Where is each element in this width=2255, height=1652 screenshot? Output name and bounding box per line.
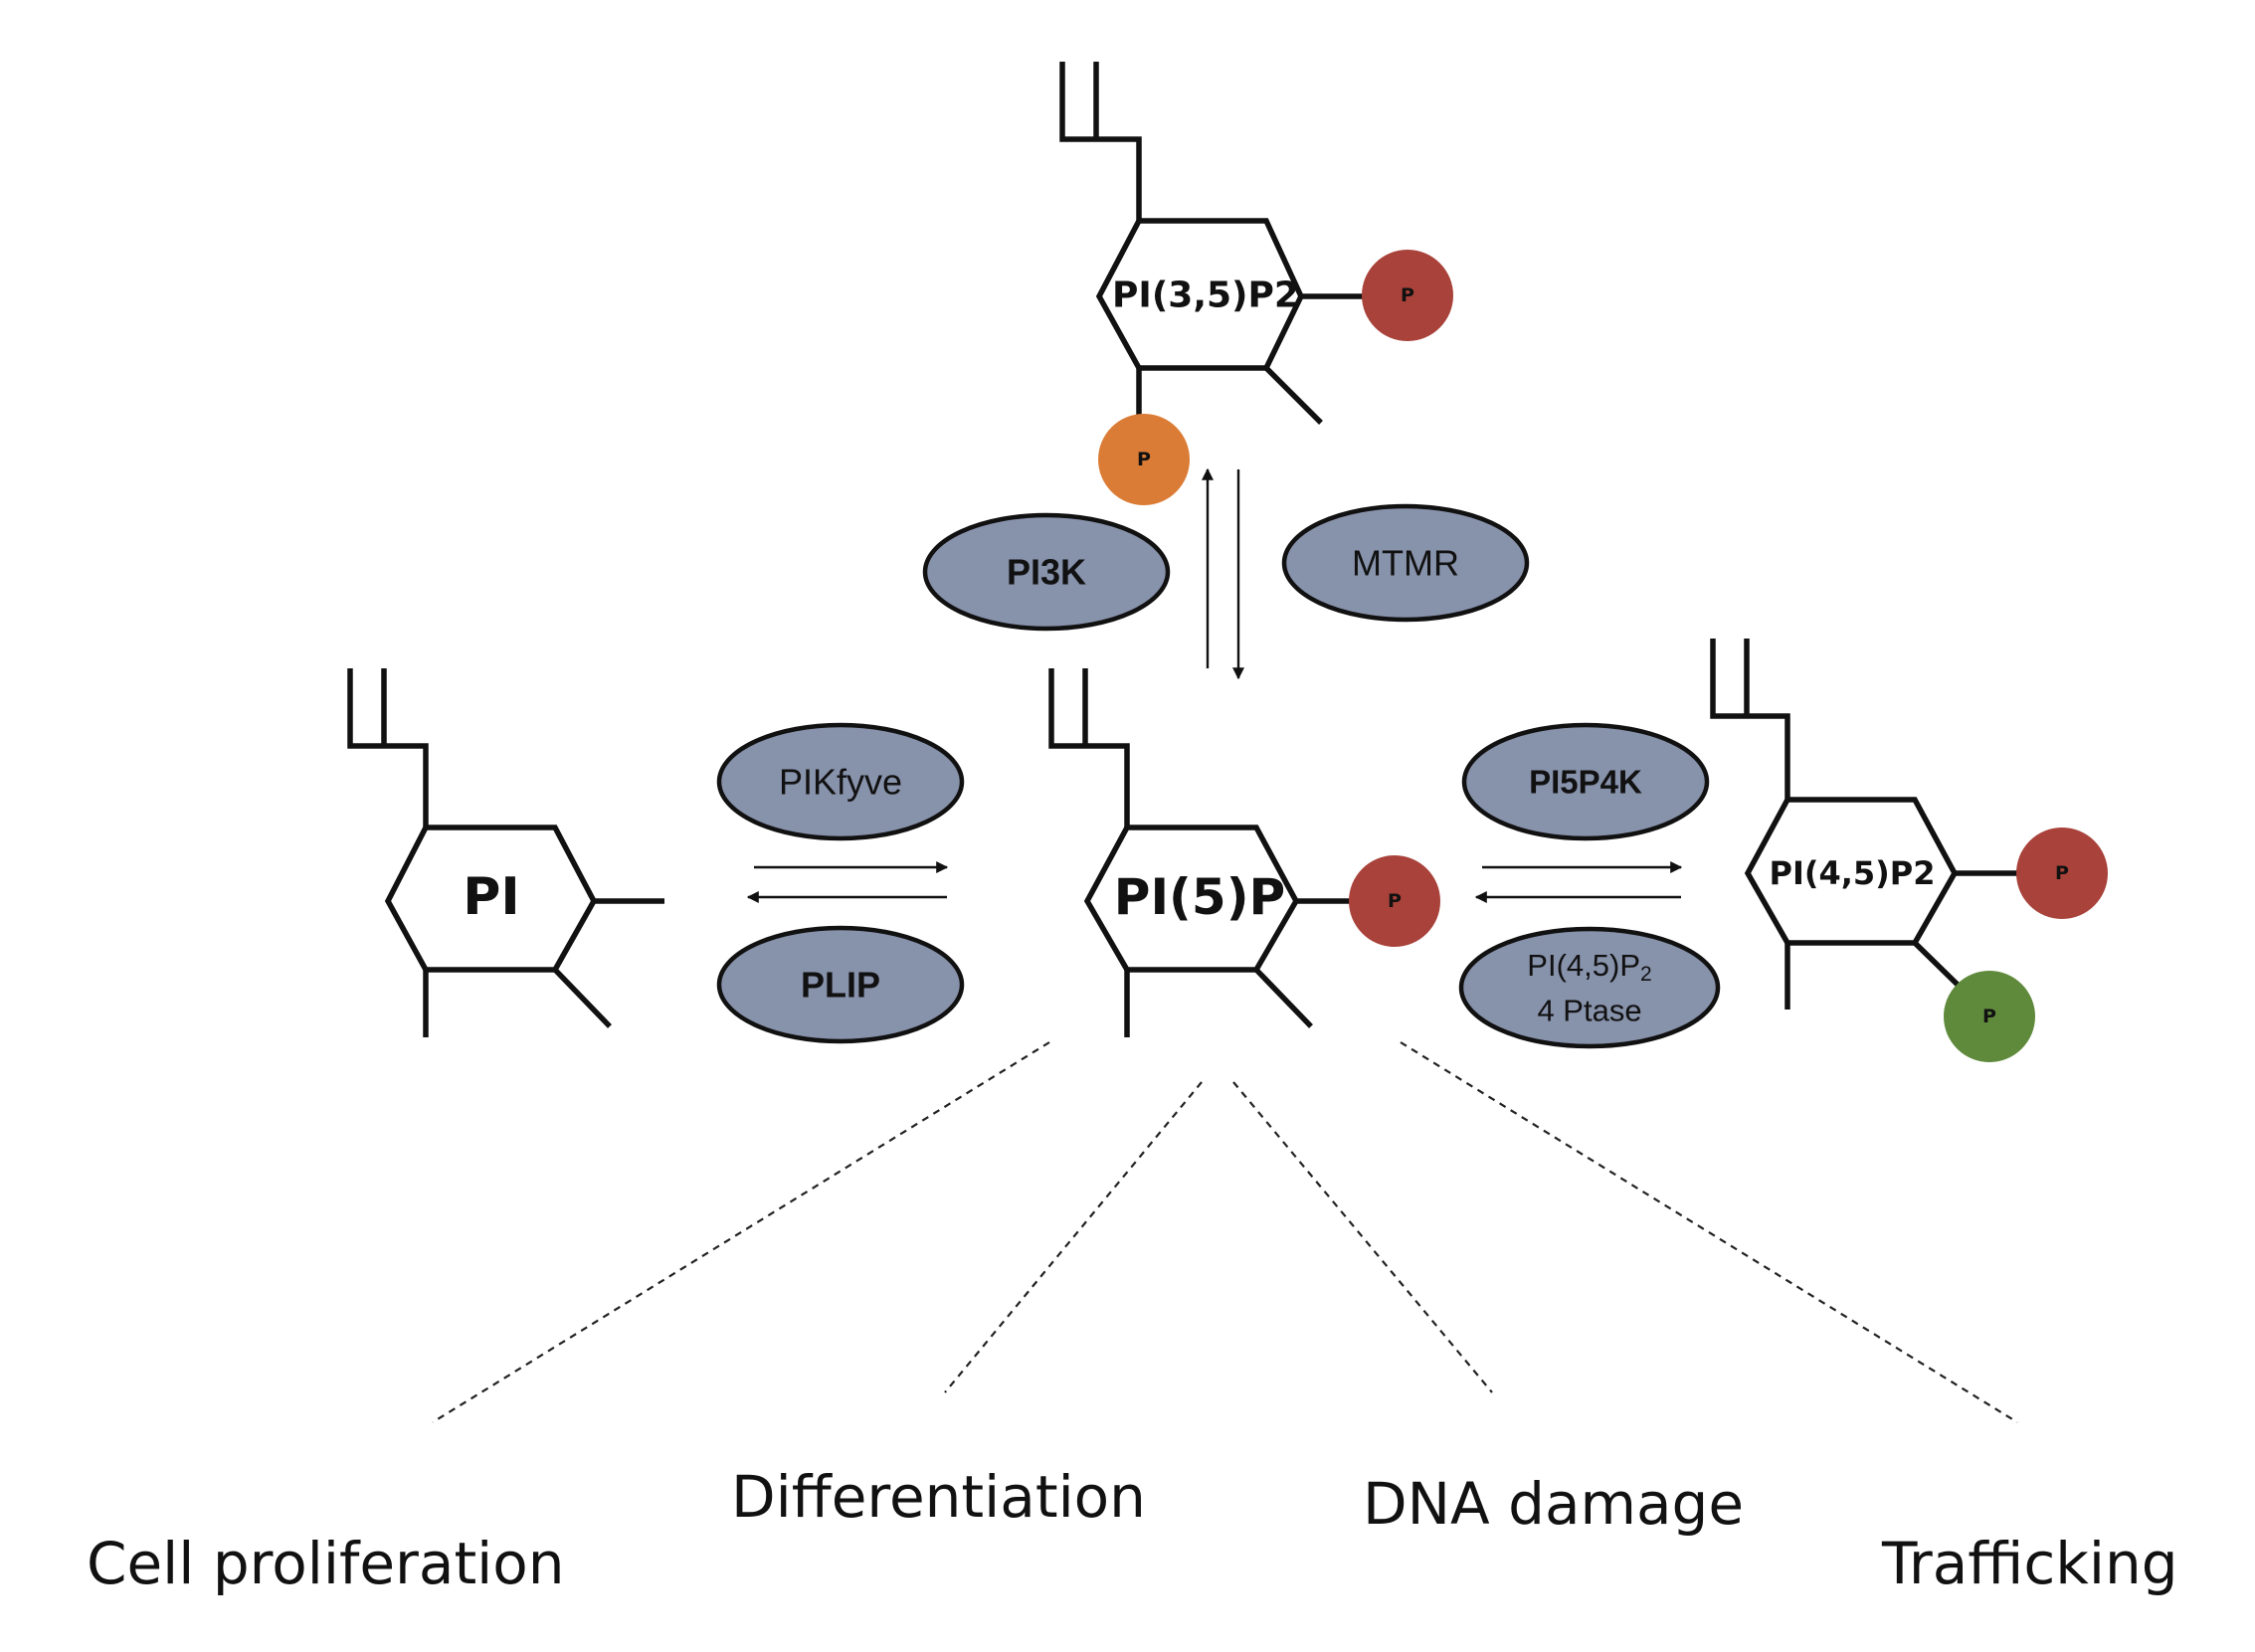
pi-substituent-bonds xyxy=(423,898,664,1037)
phosphate-3-orange: P xyxy=(1098,414,1190,505)
enzyme-pi5p4k: PI5P4K xyxy=(1461,722,1710,841)
phosphate-5-red: P xyxy=(1349,855,1440,947)
enzyme-label-subscript: 2 xyxy=(1640,963,1652,986)
connector-trafficking xyxy=(1400,1041,2018,1423)
enzyme-plip: PLIP xyxy=(716,925,965,1044)
phosphate-circle xyxy=(2016,827,2108,919)
pi5p-label: PI(5)P xyxy=(1114,868,1285,926)
outcome-dna-damage: DNA damage xyxy=(1363,1470,1744,1538)
phosphate-label: P xyxy=(1388,890,1402,912)
pi45p2-lipid-tail xyxy=(1710,639,1790,800)
phosphate-5-red: P xyxy=(2016,827,2108,919)
phosphate-4-green: P xyxy=(1944,971,2035,1062)
enzyme-pi3k: PI3K xyxy=(922,512,1171,632)
phosphate-circle xyxy=(1362,250,1453,341)
enzyme-pikfyve: PIKfyve xyxy=(716,722,965,841)
enzyme-pi45p2-4-ptase: PI(4,5)P2 4 Ptase xyxy=(1458,926,1721,1049)
pi5p-substituent-bonds xyxy=(1124,898,1353,1037)
connector-cell-proliferation xyxy=(432,1041,1050,1423)
enzyme-ellipse xyxy=(922,512,1171,632)
enzyme-ellipse xyxy=(1461,722,1710,841)
enzyme-label: MTMR xyxy=(1352,543,1459,584)
pi35p2-substituent-bonds xyxy=(1136,293,1363,425)
pi5p-lipid-tail xyxy=(1048,668,1130,827)
pi45p2-substituent-bonds xyxy=(1785,870,2019,1010)
phosphate-label: P xyxy=(1982,1006,1996,1027)
enzyme-label: PI5P4K xyxy=(1529,764,1642,801)
outcome-cell-proliferation: Cell proliferation xyxy=(87,1530,565,1597)
phosphate-label: P xyxy=(1137,449,1151,470)
pi-pi5p-equilibrium-arrows xyxy=(746,861,949,903)
connector-dna-damage xyxy=(1232,1081,1493,1393)
pi35p2-label: PI(3,5)P2 xyxy=(1112,275,1299,316)
pi5p-pi45p2-equilibrium-arrows xyxy=(1474,861,1683,903)
enzyme-ellipse xyxy=(716,925,965,1044)
pi35p2-lipid-tail xyxy=(1059,62,1142,221)
pi5p-molecule: PI(5)P P xyxy=(1048,668,1440,1037)
pi-molecule: PI xyxy=(347,668,664,1037)
phosphate-label: P xyxy=(1401,284,1414,306)
pi35p2-molecule: PI(3,5)P2 P P xyxy=(1059,62,1453,505)
enzyme-mtmr: MTMR xyxy=(1281,503,1530,623)
pi45p2-label: PI(4,5)P2 xyxy=(1769,854,1935,892)
phosphate-5-red: P xyxy=(1362,250,1453,341)
pi45p2-molecule: PI(4,5)P2 P P xyxy=(1710,639,2108,1062)
enzyme-label: PI3K xyxy=(1007,552,1086,593)
vertical-equilibrium-arrows xyxy=(1202,467,1244,680)
phosphate-label: P xyxy=(2055,862,2069,884)
pi-lipid-tail xyxy=(347,668,429,827)
outcome-connectors xyxy=(432,1041,2018,1423)
phosphate-circle xyxy=(1098,414,1190,505)
enzyme-ellipse xyxy=(716,722,965,841)
enzyme-label-main: PI(4,5)P xyxy=(1527,948,1640,983)
outcome-trafficking: Trafficking xyxy=(1881,1530,2178,1597)
enzyme-label-line2: 4 Ptase xyxy=(1537,994,1641,1028)
enzyme-label-line1: PI(4,5)P2 xyxy=(1527,948,1651,986)
phosphate-circle xyxy=(1944,971,2035,1062)
outcome-differentiation: Differentiation xyxy=(731,1463,1146,1531)
connector-differentiation xyxy=(944,1081,1203,1393)
phosphate-circle xyxy=(1349,855,1440,947)
enzyme-label: PIKfyve xyxy=(779,762,902,803)
enzyme-label: PLIP xyxy=(801,965,880,1006)
pi-label: PI xyxy=(463,867,519,927)
enzyme-ellipse xyxy=(1281,503,1530,623)
enzyme-ellipse xyxy=(1458,926,1721,1049)
